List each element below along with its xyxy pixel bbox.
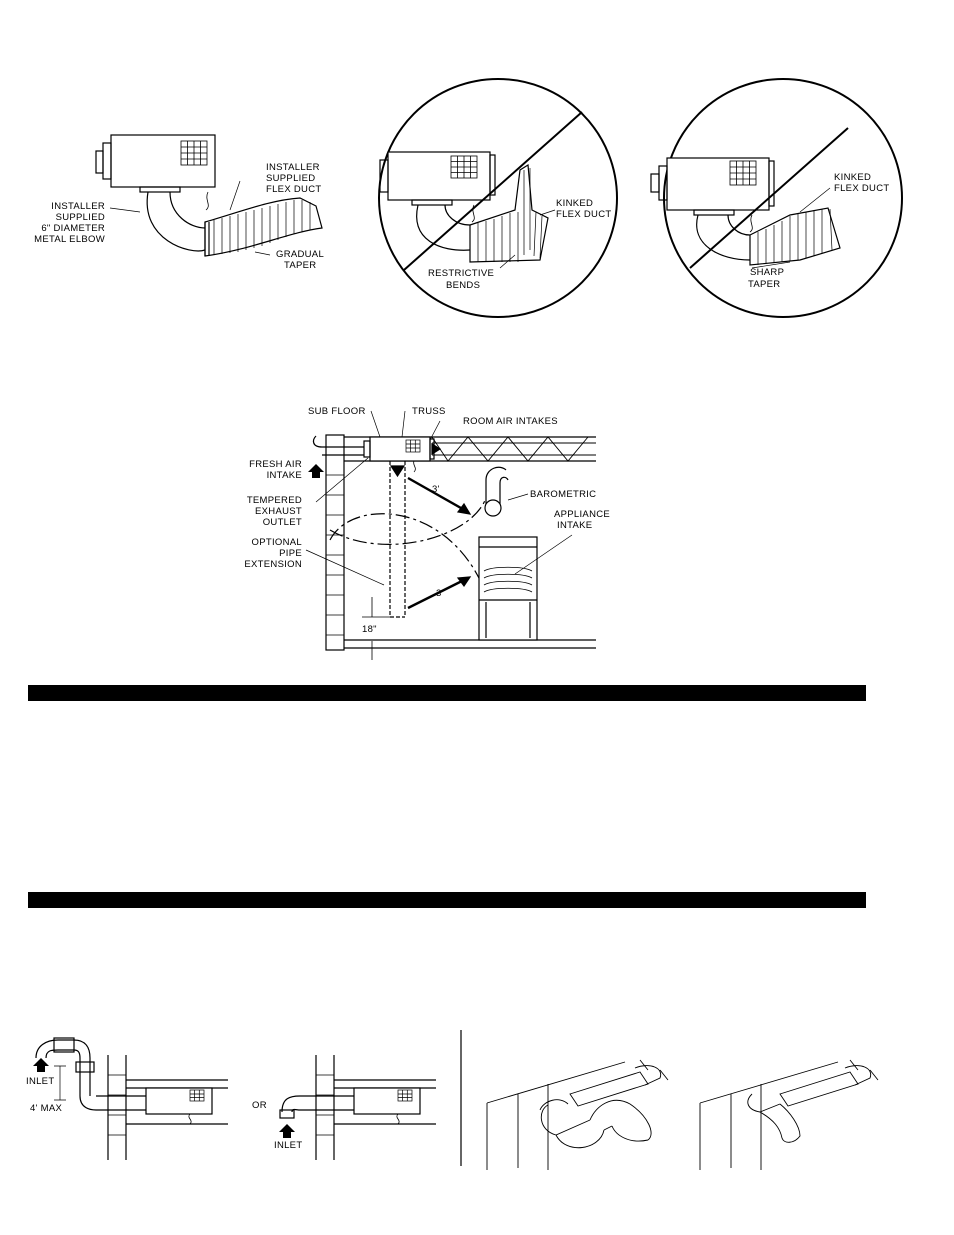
kinked-label-line1: KINKED [556, 198, 593, 209]
fig3-inlet-option-a: INLET 4' MAX [26, 1037, 228, 1160]
grille-icon [450, 155, 478, 179]
tempered-label-line1: TEMPERED [247, 495, 302, 506]
elbow-label-line3: 6" DIAMETER [41, 223, 105, 234]
clearance-dim-bottom: 3' [436, 588, 444, 599]
optional-label-line1: OPTIONAL [252, 537, 302, 548]
grille-icon [397, 1089, 413, 1102]
elbow-label-line2: SUPPLIED [56, 212, 105, 223]
inlet-left-label: INLET [26, 1076, 54, 1087]
grille-icon [180, 140, 208, 166]
section-header-bar-2 [28, 892, 866, 908]
room-air-intakes-label: ROOM AIR INTAKES [463, 416, 558, 427]
max-length-label: 4' MAX [30, 1103, 62, 1114]
duct-label-line1: INSTALLER [266, 162, 320, 173]
sub-floor-label: SUB FLOOR [308, 406, 366, 417]
duct-label-line2: SUPPLIED [266, 173, 315, 184]
fresh-air-label-line2: INTAKE [267, 470, 302, 481]
kinked-label-2-line2: FLEX DUCT [834, 183, 889, 194]
tempered-label-line2: EXHAUST [255, 506, 302, 517]
elbow-label-line1: INSTALLER [51, 201, 105, 212]
kinked-label-2-line1: KINKED [834, 172, 871, 183]
truss-label: TRUSS [412, 406, 446, 417]
fig3-isometric-pipes-a [486, 1059, 669, 1170]
gradual-taper-line2: TAPER [284, 260, 316, 271]
clearance-dim-top: 3' [432, 484, 440, 495]
bends-label-line1: RESTRICTIVE [428, 268, 494, 279]
barometric-label: BAROMETRIC [530, 489, 596, 500]
fresh-air-arrow-icon [308, 464, 324, 478]
inlet-arrow-icon [33, 1058, 49, 1072]
bends-label-line2: BENDS [446, 280, 480, 291]
appliance-label-line1: APPLIANCE [554, 509, 610, 520]
appliance-label-line2: INTAKE [557, 520, 592, 531]
sharp-taper-line1: SHARP [750, 267, 784, 278]
grille-icon [729, 160, 757, 186]
fig3-isometric-pipes-b [699, 1059, 879, 1170]
fig2-room-install: SUB FLOOR TRUSS ROOM AIR INTAKES FRESH A… [244, 406, 610, 660]
elbow-label-line4: METAL ELBOW [34, 234, 105, 245]
sharp-taper-line2: TAPER [748, 279, 780, 290]
fig1-correct-install: INSTALLER SUPPLIED 6" DIAMETER METAL ELB… [34, 134, 324, 271]
fig1-sharp-taper: KINKED FLEX DUCT SHARP TAPER [650, 78, 903, 318]
optional-label-line2: PIPE [279, 548, 302, 559]
fresh-air-label-line1: FRESH AIR [249, 459, 302, 470]
exhaust-arrow-icon [389, 465, 406, 478]
height-dim-label: 18" [362, 624, 377, 635]
section-header-bar-1 [28, 685, 866, 701]
gradual-taper-line1: GRADUAL [276, 249, 324, 260]
or-label: OR [252, 1100, 267, 1111]
inlet-arrow-icon [279, 1124, 295, 1138]
inlet-right-label: INLET [274, 1140, 302, 1151]
fig3-inlet-option-b: INLET [274, 1055, 436, 1160]
grille-icon [405, 439, 421, 453]
fig1-restrictive-bends: KINKED FLEX DUCT RESTRICTIVE BENDS [378, 78, 618, 318]
kinked-label-line2: FLEX DUCT [556, 209, 611, 220]
tempered-label-line3: OUTLET [263, 517, 302, 528]
duct-label-line3: FLEX DUCT [266, 184, 321, 195]
optional-label-line3: EXTENSION [244, 559, 302, 570]
grille-icon [189, 1089, 205, 1102]
room-intake-arrow-icon [431, 442, 442, 456]
